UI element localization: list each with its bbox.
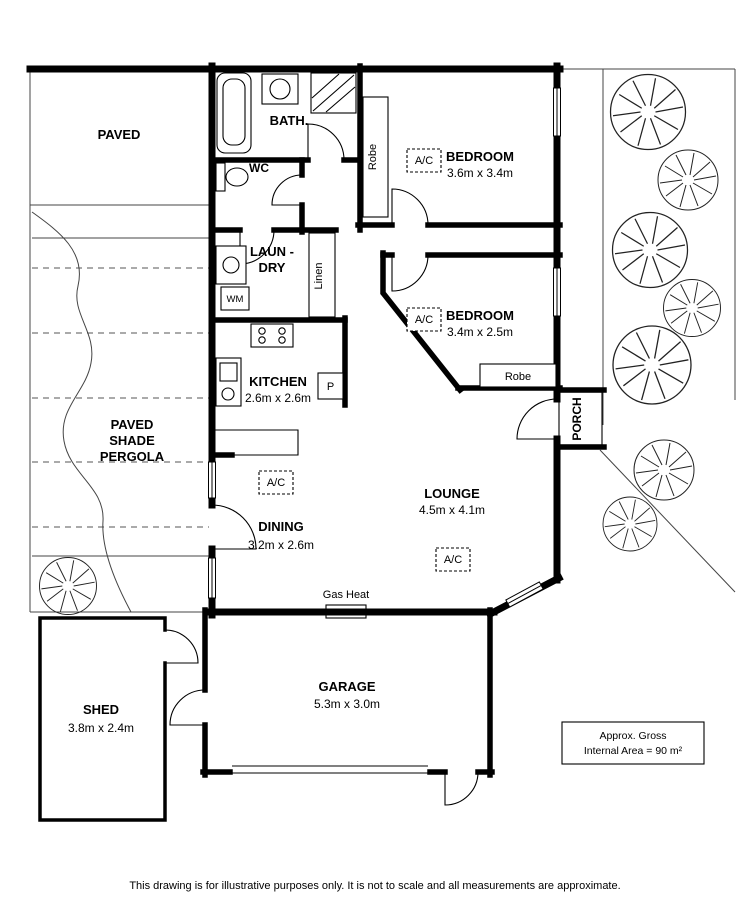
area-note-line2: Internal Area = 90 m² <box>584 745 683 757</box>
door-dining <box>211 504 257 550</box>
paved-label: PAVED <box>98 127 141 142</box>
ac-label-bedroom1: A/C <box>415 155 433 167</box>
door-swings <box>164 123 558 806</box>
ac-unit-lounge <box>435 547 471 572</box>
door-wc <box>271 174 303 206</box>
ac-unit-bedroom2 <box>406 307 442 332</box>
exterior-walls <box>205 62 564 619</box>
tree-icon <box>602 496 658 552</box>
area-note: Approx. Gross Internal Area = 90 m² <box>561 721 705 765</box>
ac-unit-bedroom1 <box>406 148 442 173</box>
tree-icon <box>612 325 692 405</box>
robe-bedroom2-box <box>479 363 557 388</box>
garage-dims: 5.3m x 3.0m <box>314 697 380 711</box>
bath-label: BATH. <box>270 113 309 128</box>
bedroom1-dims: 3.6m x 3.4m <box>447 166 513 180</box>
garage-label: GARAGE <box>318 679 375 694</box>
kitchen-sink-icon <box>215 357 242 407</box>
window-lounge-diagonal <box>505 581 544 608</box>
kitchen-bench <box>212 429 299 456</box>
door-front <box>516 398 558 440</box>
tree-icon <box>609 73 687 151</box>
bedroom1-label: BEDROOM <box>446 149 514 164</box>
pergola-battens <box>32 237 209 557</box>
labels: PAVED PAVED SHADE PERGOLA BATH. WC LAUN … <box>68 113 584 735</box>
laundry-label-line2: DRY <box>259 260 286 275</box>
area-note-line1: Approx. Gross <box>599 730 666 742</box>
shed-dims: 3.8m x 2.4m <box>68 721 134 735</box>
washing-machine-icon <box>220 286 250 311</box>
laundry-label-line1: LAUN - <box>250 244 294 259</box>
robe-bedroom1-label: Robe <box>367 144 379 170</box>
bedroom2-label: BEDROOM <box>446 308 514 323</box>
stove-icon <box>250 323 294 348</box>
pantry-label: P <box>327 381 334 393</box>
tree-icon <box>611 211 689 289</box>
robe-bedroom2-label: Robe <box>505 371 531 383</box>
bedroom2-dims: 3.4m x 2.5m <box>447 325 513 339</box>
door-shed <box>164 629 199 664</box>
kitchen-dims: 2.6m x 2.6m <box>245 391 311 405</box>
window-bedroom1 <box>553 87 561 137</box>
shed-label: SHED <box>83 702 119 717</box>
pantry-box <box>317 372 344 400</box>
door-bedroom1 <box>391 188 429 226</box>
tree-icon <box>657 149 719 211</box>
linen-cupboard <box>308 232 336 318</box>
kitchen-label: KITCHEN <box>249 374 307 389</box>
washing-machine-label: WM <box>227 294 244 305</box>
porch-hatch <box>558 391 603 446</box>
pergola-label-line3: PERGOLA <box>100 449 165 464</box>
ac-unit-dining <box>258 470 294 495</box>
gas-heater-label: Gas Heat <box>323 589 369 601</box>
window-bedroom2 <box>553 267 561 317</box>
ac-label-bedroom2: A/C <box>415 314 433 326</box>
robe-bedroom1-box <box>362 96 389 218</box>
shower-icon <box>310 72 357 114</box>
tree-icon <box>633 439 695 501</box>
vanity-basin-icon <box>261 73 299 105</box>
interior-walls <box>209 63 607 458</box>
linen-label: Linen <box>313 263 325 290</box>
laundry-trough-icon <box>215 245 247 285</box>
ac-label-dining: A/C <box>267 477 285 489</box>
fixtures <box>212 72 603 619</box>
lounge-dims: 4.5m x 4.1m <box>419 503 485 517</box>
windows <box>208 87 561 608</box>
garage-door-panel <box>232 765 428 774</box>
door-bath <box>307 123 345 161</box>
pergola-label-line1: PAVED <box>111 417 154 432</box>
toilet-icon <box>215 162 249 192</box>
door-bedroom2 <box>391 254 429 292</box>
bathtub-icon <box>216 72 252 154</box>
door-garage-rear <box>444 771 479 806</box>
door-garage-side <box>169 689 206 726</box>
pergola-label-line2: SHADE <box>109 433 155 448</box>
dining-label: DINING <box>258 519 304 534</box>
gas-heater-icon <box>325 604 367 619</box>
window-dining-lower <box>208 557 216 599</box>
tree-icon <box>663 279 721 337</box>
shed-walls <box>38 616 167 822</box>
window-dining-upper <box>208 461 216 499</box>
garage-walls <box>200 607 495 778</box>
ac-label-lounge: A/C <box>444 554 462 566</box>
porch-label: PORCH <box>570 397 584 440</box>
site-boundary-lines <box>29 66 736 613</box>
tree-icon <box>39 557 97 615</box>
disclaimer-text: This drawing is for illustrative purpose… <box>129 880 620 892</box>
dining-dims: 3.2m x 2.6m <box>248 538 314 552</box>
garden-edge-curve <box>31 211 132 613</box>
lounge-label: LOUNGE <box>424 486 480 501</box>
wc-label: WC <box>249 161 269 175</box>
